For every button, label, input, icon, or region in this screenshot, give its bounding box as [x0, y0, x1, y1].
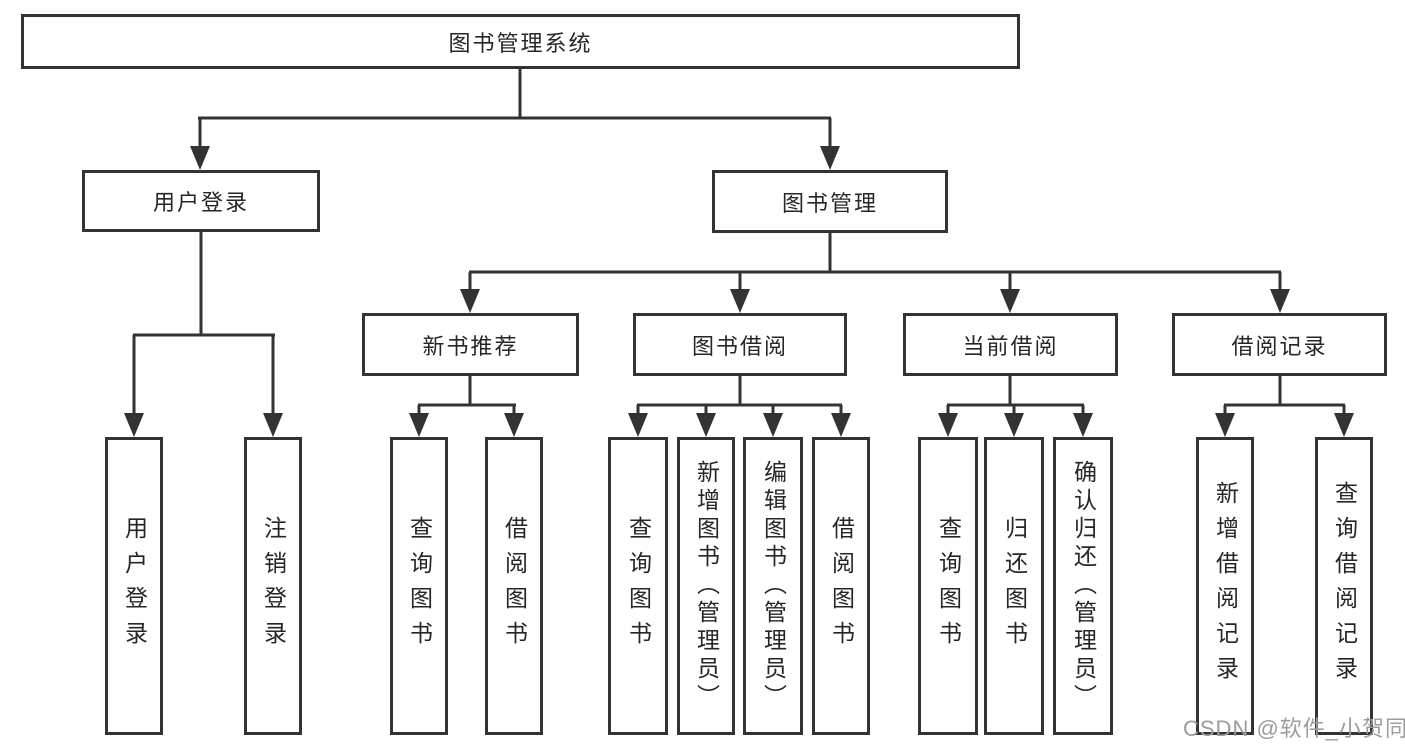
leaf-borrow-books-recommend: 借阅图书: [485, 437, 543, 735]
connector-root-to-level2: [198, 69, 832, 148]
leaf-logout-login: 注销登录: [244, 437, 302, 735]
leaf-edit-book-admin: 编辑图书（管理员）: [743, 437, 803, 735]
arrowhead-down-icon: [696, 413, 716, 437]
arrowhead-down-icon: [730, 289, 750, 313]
leaf-label: 编辑图书（管理员）: [760, 460, 787, 712]
arrowhead-down-icon: [820, 146, 840, 170]
leaf-label: 注销登录: [260, 516, 287, 656]
leaf-query-books-current: 查询图书: [918, 437, 978, 735]
arrowhead-down-icon: [763, 413, 783, 437]
arrowhead-down-icon: [190, 146, 210, 170]
watermark: CSDN @软件_小贺同学: [1183, 716, 1405, 741]
node-label: 图书管理: [781, 190, 878, 216]
arrowhead-down-icon: [504, 413, 524, 437]
leaf-label: 新增借阅记录: [1212, 481, 1239, 691]
node-book-management: 图书管理: [712, 170, 948, 233]
node-user-login: 用户登录: [82, 170, 320, 232]
node-library-system: 图书管理系统: [21, 14, 1020, 69]
arrowhead-down-icon: [1270, 289, 1290, 313]
node-current-borrowing: 当前借阅: [903, 313, 1118, 376]
arrowhead-down-icon: [124, 413, 144, 437]
node-label: 图书管理系统: [448, 30, 593, 56]
leaf-return-books: 归还图书: [984, 437, 1044, 735]
arrowhead-down-icon: [1000, 289, 1020, 313]
arrowhead-down-icon: [1073, 413, 1093, 437]
arrowhead-down-icon: [409, 413, 429, 437]
connector-book-management-branch: [468, 233, 1282, 292]
arrowhead-down-icon: [1004, 413, 1024, 437]
leaf-label: 查询图书: [406, 516, 433, 656]
leaf-label: 查询图书: [625, 516, 652, 656]
node-label: 当前借阅: [962, 333, 1059, 359]
leaf-label: 用户登录: [121, 516, 148, 656]
leaf-query-books-borrowing: 查询图书: [608, 437, 668, 735]
leaf-label: 借阅图书: [828, 516, 855, 656]
arrowhead-down-icon: [831, 413, 851, 437]
leaf-query-borrow-record: 查询借阅记录: [1315, 437, 1373, 735]
arrowhead-down-icon: [1215, 413, 1235, 437]
node-book-borrowing: 图书借阅: [633, 313, 847, 376]
leaf-label: 查询借阅记录: [1331, 481, 1358, 691]
leaf-label: 新增图书（管理员）: [693, 460, 720, 712]
leaf-query-books-recommend: 查询图书: [390, 437, 448, 735]
node-borrowing-records: 借阅记录: [1172, 313, 1387, 376]
connector-user-login-branch: [132, 232, 275, 416]
leaf-borrow-books-borrowing: 借阅图书: [812, 437, 870, 735]
node-label: 新书推荐: [422, 333, 519, 359]
arrowhead-down-icon: [460, 289, 480, 313]
leaf-label: 查询图书: [935, 516, 962, 656]
node-label: 用户登录: [152, 190, 249, 215]
node-new-book-recommend: 新书推荐: [362, 313, 579, 376]
arrowhead-down-icon: [628, 413, 648, 437]
leaf-label: 借阅图书: [501, 516, 528, 656]
arrowhead-down-icon: [1334, 413, 1354, 437]
leaf-add-borrow-record: 新增借阅记录: [1196, 437, 1254, 735]
arrowhead-down-icon: [263, 413, 283, 437]
leaf-add-book-admin: 新增图书（管理员）: [677, 437, 735, 735]
leaf-confirm-return-admin: 确认归还（管理员）: [1053, 437, 1113, 735]
connector-leaf-branches: [417, 376, 1346, 416]
arrowhead-down-icon: [938, 413, 958, 437]
node-label: 图书借阅: [691, 333, 788, 359]
leaf-user-login: 用户登录: [105, 437, 163, 735]
node-label: 借阅记录: [1231, 333, 1328, 359]
leaf-label: 归还图书: [1001, 516, 1028, 656]
leaf-label: 确认归还（管理员）: [1070, 460, 1097, 712]
